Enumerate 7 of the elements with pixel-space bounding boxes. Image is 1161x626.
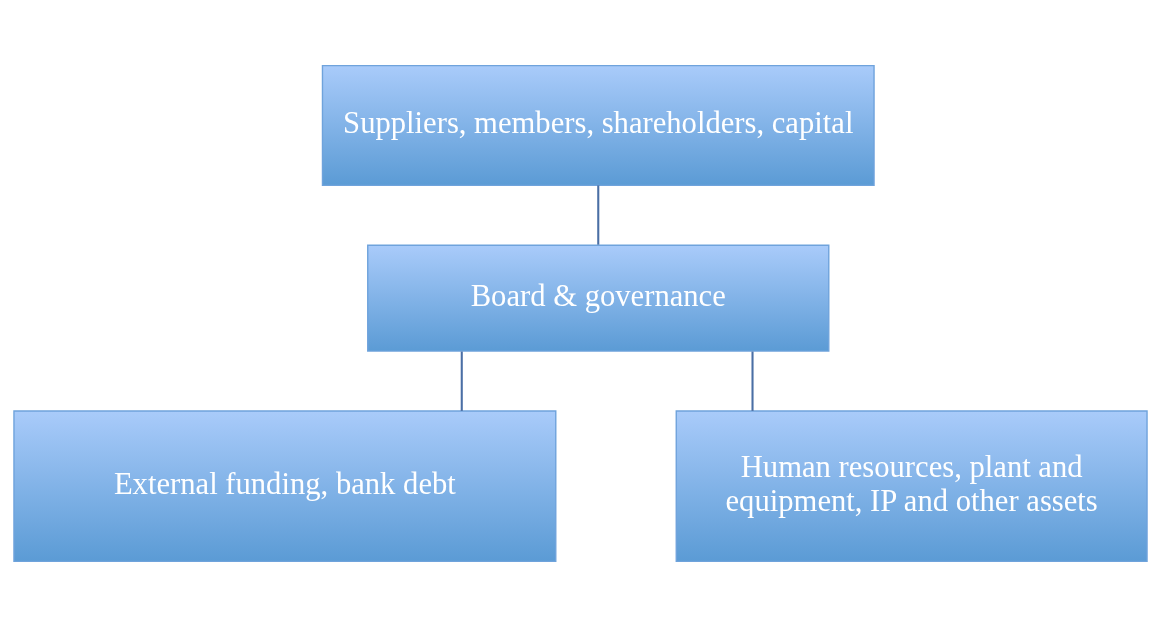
node-box: Board & governance — [367, 244, 830, 352]
node-box: Suppliers, members, shareholders, capital — [321, 64, 875, 186]
node-box: External funding, bank debt — [13, 409, 557, 562]
node-box: Human resources, plant and equipment, IP and other assets — [675, 409, 1148, 562]
connector — [460, 351, 463, 411]
connector — [751, 351, 754, 411]
connector — [597, 184, 600, 245]
